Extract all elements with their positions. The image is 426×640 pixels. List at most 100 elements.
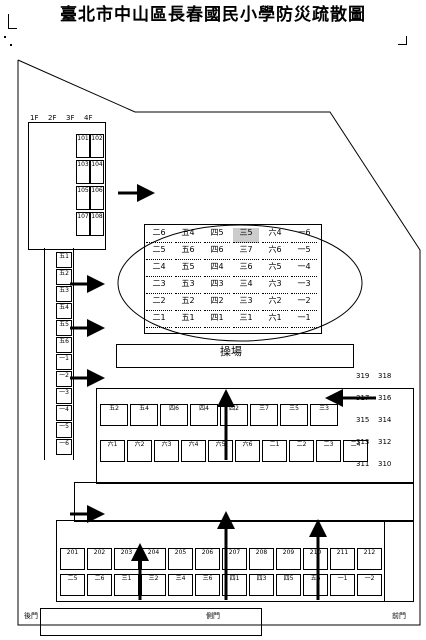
south-room: 四3 (249, 574, 274, 596)
left-building-room: 102 (90, 134, 104, 158)
middle-room: 六4 (181, 440, 206, 462)
corridor-room: 五2 (56, 269, 72, 285)
corridor-room: 一1 (56, 354, 72, 370)
gate-label-back: 後門 (24, 612, 38, 620)
left-building-room: 106 (90, 186, 104, 210)
east-label: 313 (356, 438, 370, 446)
gate-label-front: 前門 (392, 612, 406, 620)
south-room: 三6 (195, 574, 220, 596)
south-room-number: 206 (195, 548, 220, 570)
middle-building (96, 388, 414, 484)
left-building-room: 104 (90, 160, 104, 184)
corridor-room: 一4 (56, 405, 72, 421)
east-label: 319 (356, 372, 370, 380)
south-room: 一1 (330, 574, 355, 596)
playground-label: 操場 (220, 345, 242, 358)
middle-room: 四4 (190, 404, 218, 426)
field-cell: 三1 (233, 313, 259, 328)
field-cell: 一4 (291, 262, 317, 277)
gate-label-side: 側門 (206, 612, 220, 620)
east-label: 315 (356, 416, 370, 424)
south-room-number: 201 (60, 548, 85, 570)
corridor-room: 五4 (56, 303, 72, 319)
middle-room: 四6 (160, 404, 188, 426)
left-building-room: 107 (76, 212, 90, 236)
field-cell: 四5 (204, 228, 230, 243)
middle-room: 六2 (127, 440, 152, 462)
page-title: 臺北市中山區長春國民小學防災疏散圖 (60, 5, 366, 25)
corridor-room: 五3 (56, 286, 72, 302)
field-cell: 二2 (146, 296, 172, 311)
middle-room: 六6 (235, 440, 260, 462)
middle-room: 二2 (289, 440, 314, 462)
south-room: 二6 (87, 574, 112, 596)
east-label: 312 (378, 438, 392, 446)
corner-mark (398, 36, 407, 45)
field-cell: 四6 (204, 245, 230, 260)
floor-label: 1F (30, 114, 39, 122)
middle-room: 三7 (250, 404, 278, 426)
left-building-room: 105 (76, 186, 90, 210)
left-building (28, 122, 106, 250)
field-cell: 五3 (175, 279, 201, 294)
field-cell: 四4 (204, 262, 230, 277)
south-room: 三4 (168, 574, 193, 596)
field-cell: 一2 (291, 296, 317, 311)
field-cell: 一3 (291, 279, 317, 294)
south-room-number: 205 (168, 548, 193, 570)
corridor-room: 一6 (56, 439, 72, 455)
south-room: 一2 (357, 574, 382, 596)
south-room: 四1 (222, 574, 247, 596)
east-label: 314 (378, 416, 392, 424)
field-cell: 一5 (291, 245, 317, 260)
east-wing (384, 520, 414, 602)
field-cell: 四3 (204, 279, 230, 294)
field-cell: 四2 (204, 296, 230, 311)
field-cell: 五2 (175, 296, 201, 311)
left-building-room: 103 (76, 160, 90, 184)
bottom-strip (40, 608, 262, 636)
middle-room: 三3 (310, 404, 338, 426)
floor-label: 2F (48, 114, 57, 122)
field-cell: 一1 (291, 313, 317, 328)
middle-room: 二1 (262, 440, 287, 462)
field-cell: 一6 (291, 228, 317, 243)
field-cell: 四1 (204, 313, 230, 328)
south-room-number: 211 (330, 548, 355, 570)
south-room-number: 209 (276, 548, 301, 570)
field-cell: 五1 (175, 313, 201, 328)
corridor-room: 一3 (56, 388, 72, 404)
field-cell: 三3 (233, 296, 259, 311)
south-room: 五6 (303, 574, 328, 596)
field-cell: 二4 (146, 262, 172, 277)
corridor-room: 五1 (56, 252, 72, 268)
corridor-room: 五5 (56, 320, 72, 336)
corner-mark (4, 36, 6, 38)
east-label: 311 (356, 460, 370, 468)
corridor-room: 五6 (56, 337, 72, 353)
field-cell: 三6 (233, 262, 259, 277)
south-room: 二5 (60, 574, 85, 596)
corridor-room: 一5 (56, 422, 72, 438)
field-cell: 六6 (262, 245, 288, 260)
field-cell: 五6 (175, 245, 201, 260)
middle-room: 二4 (343, 440, 368, 462)
field-cell: 五4 (175, 228, 201, 243)
south-room-number: 202 (87, 548, 112, 570)
field-cell: 五5 (175, 262, 201, 277)
east-label: 316 (378, 394, 392, 402)
corner-mark (10, 44, 12, 46)
middle-room: 五4 (130, 404, 158, 426)
field-cell: 二5 (146, 245, 172, 260)
left-building-room: 101 (76, 134, 90, 158)
south-room-number: 208 (249, 548, 274, 570)
field-grid (144, 224, 322, 334)
middle-room: 六1 (100, 440, 125, 462)
field-cell: 三5 (233, 228, 259, 243)
south-room-number: 210 (303, 548, 328, 570)
field-cell: 二3 (146, 279, 172, 294)
field-cell: 六2 (262, 296, 288, 311)
corridor-band (74, 482, 414, 522)
